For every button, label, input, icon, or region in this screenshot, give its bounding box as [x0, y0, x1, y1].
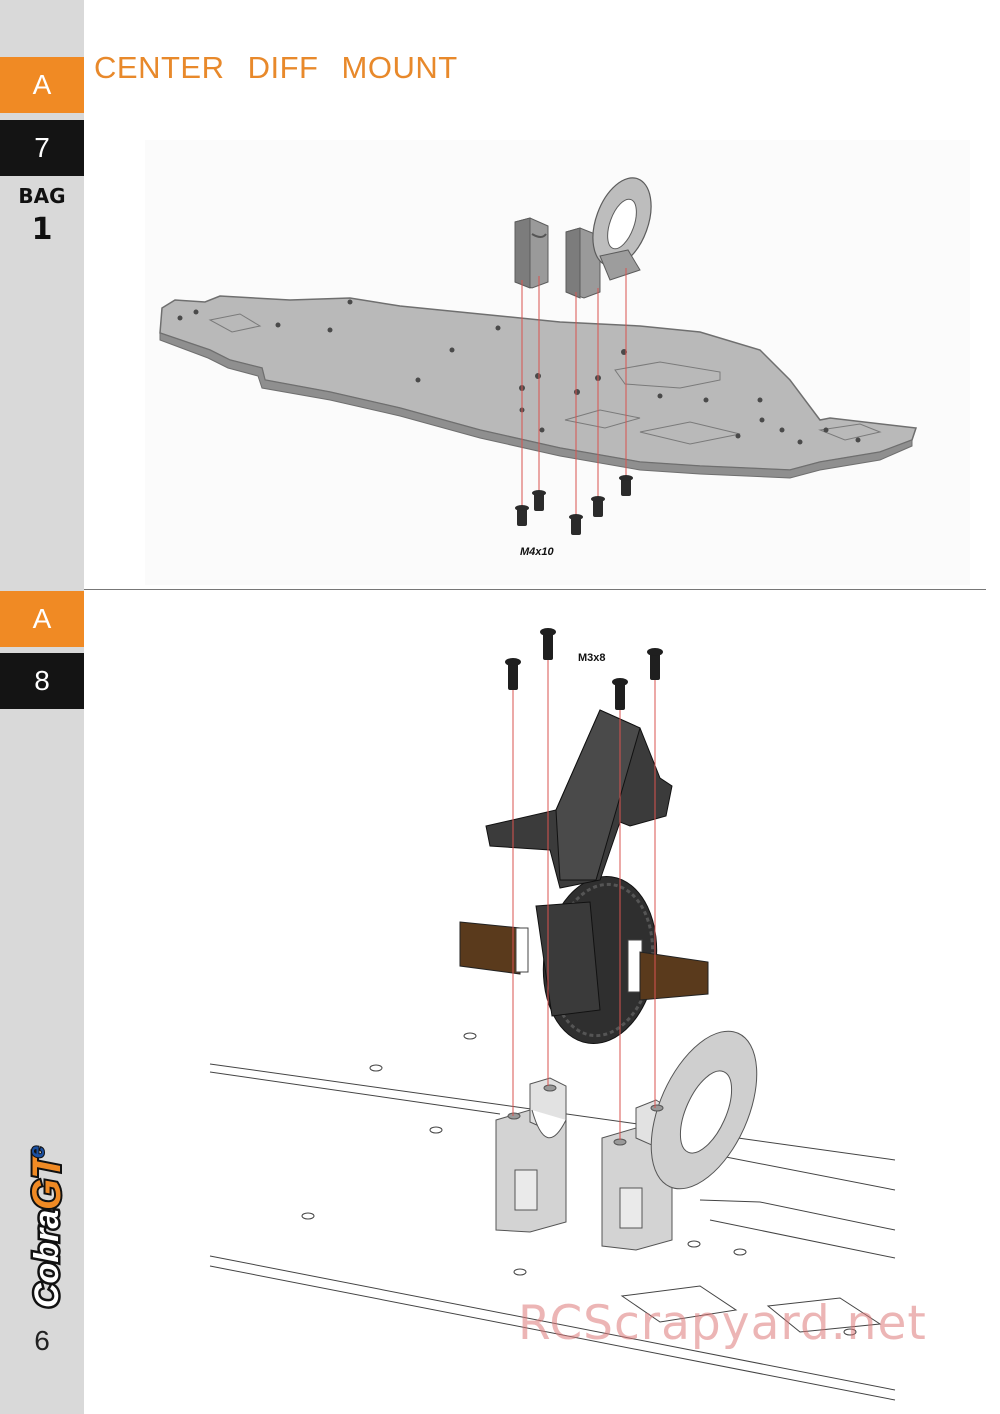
step2-section-tab: A: [0, 591, 84, 647]
chassis-plate-edge: [159, 332, 913, 479]
diff-mount-left-block: [514, 217, 549, 289]
step1-diagram: M4x10: [159, 177, 918, 558]
watermark-text: RCScrapyard.net: [518, 1296, 927, 1351]
step1-guide-lines: [521, 268, 627, 528]
step2-diff-mount-left: [495, 1077, 567, 1233]
step2-diagram: M3x8: [209, 628, 896, 1401]
diff-top-cover: [485, 709, 673, 889]
bag-label: BAG: [18, 184, 66, 208]
step2-diff-mount-right: [601, 1030, 758, 1251]
svg-text:Cobra: Cobra: [28, 1210, 66, 1308]
step2-guide-lines: [512, 660, 656, 1140]
diff-mount-right-block: [565, 177, 652, 299]
step2-number-tab: 8: [0, 653, 84, 709]
section-divider: [84, 589, 986, 590]
step2-screws: [505, 628, 663, 710]
svg-text:GT: GT: [25, 1151, 69, 1210]
step1-title: CENTER DIFF MOUNT: [94, 50, 458, 85]
step1-screws: [515, 475, 633, 535]
step1-screw-label: M4x10: [520, 546, 555, 558]
step1-section-tab: A: [0, 57, 84, 113]
step1-number-tab: 7: [0, 120, 84, 176]
page-number: 6: [34, 1325, 50, 1356]
center-differential: [459, 875, 709, 1045]
bag-number: 1: [31, 212, 53, 247]
cobra-gte-logo: Cobra GT e: [18, 1130, 84, 1311]
svg-text:e: e: [24, 1146, 49, 1158]
step2-screw-label: M3x8: [578, 652, 606, 664]
step2-chassis-outline: [209, 1032, 896, 1401]
